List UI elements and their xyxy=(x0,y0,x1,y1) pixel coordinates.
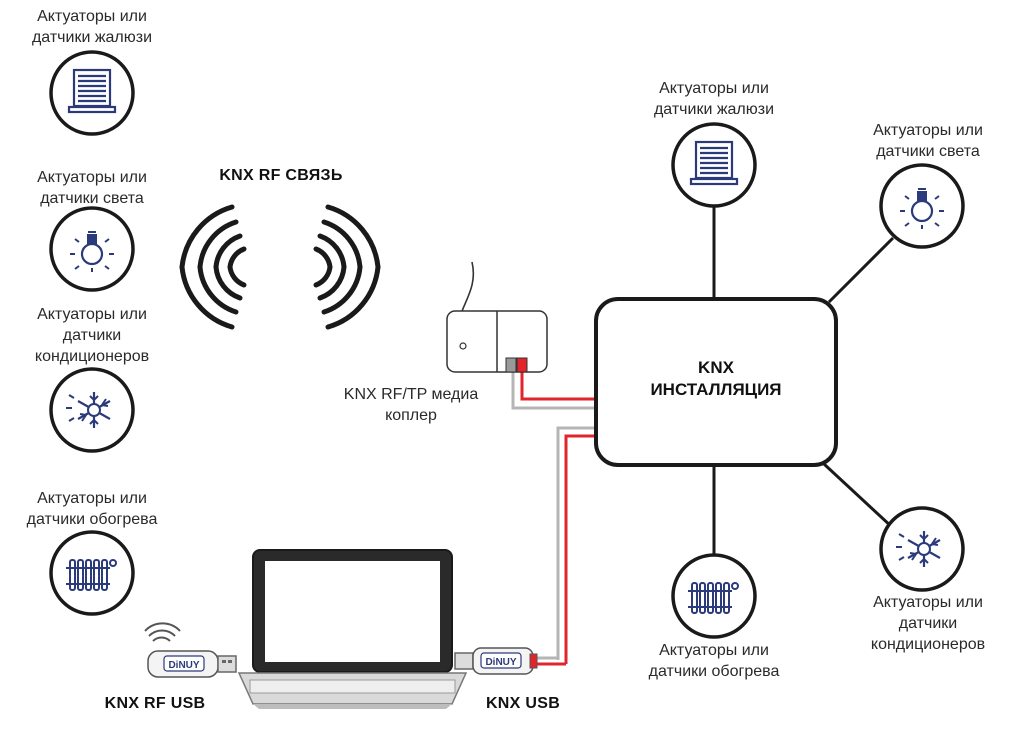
right-device-heating xyxy=(671,553,757,639)
left-device-heating xyxy=(49,530,135,616)
rf-usb-brand: DiNUY xyxy=(168,660,199,671)
bus-lines xyxy=(712,206,895,558)
left-device-ac xyxy=(49,367,135,453)
right-device-light xyxy=(879,163,965,249)
rf-title: KNX RF СВЯЗЬ xyxy=(219,167,343,184)
knx-usb-stick xyxy=(454,647,538,675)
rf-waves xyxy=(179,204,381,330)
knx-usb-label: KNX USB xyxy=(485,695,561,712)
knx-installation-box xyxy=(594,297,838,467)
cables xyxy=(511,372,596,666)
right-device-blinds xyxy=(671,122,757,208)
laptop-icon xyxy=(237,549,468,709)
media-coupler xyxy=(446,261,548,373)
left-device-blinds xyxy=(49,50,135,136)
rf-usb-stick xyxy=(144,622,237,678)
right-device-ac xyxy=(879,506,965,592)
knx-usb-brand: DiNUY xyxy=(485,657,516,668)
left-device-light xyxy=(49,206,135,292)
rf-usb-label: KNX RF USB xyxy=(104,695,206,712)
